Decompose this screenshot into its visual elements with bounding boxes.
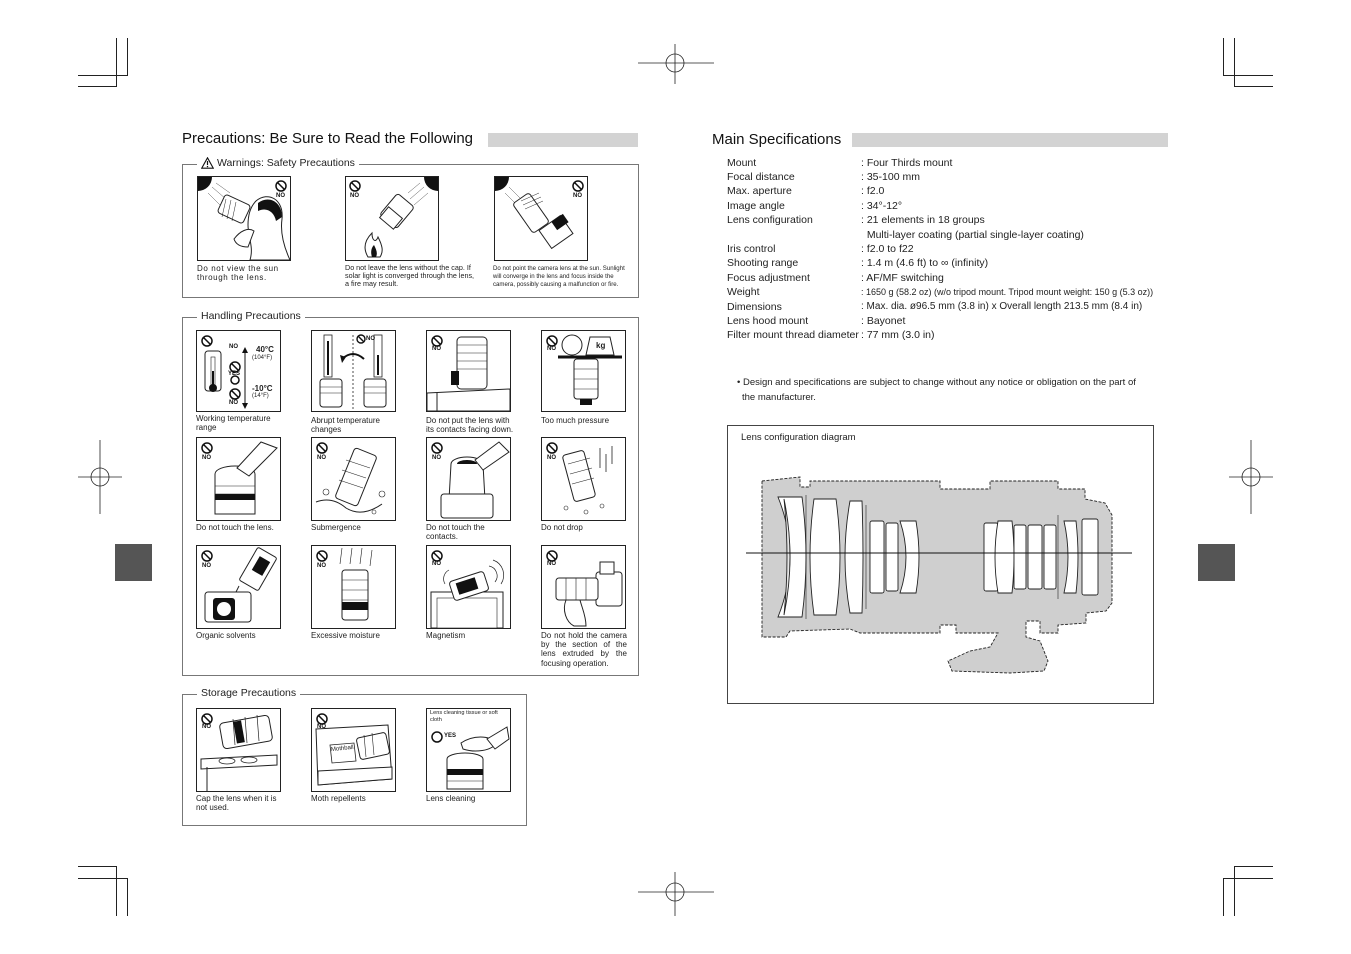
yes-mark: YES (444, 733, 457, 739)
handling-illustration-temperature (196, 330, 281, 412)
handling-legend: Handling Precautions (197, 310, 305, 322)
handling-illustration-hold-camera (541, 545, 626, 629)
no-mark: NO (202, 455, 211, 461)
handling-caption-4: Too much pressure (541, 416, 610, 425)
handling-caption-10: Excessive moisture (311, 631, 380, 640)
no-mark: NO (317, 455, 326, 461)
handling-box: Handling Precautions (182, 310, 639, 676)
no-mark: NO (432, 346, 441, 352)
handling-caption-1: Working temperature range (196, 414, 271, 433)
lens-diagram-label: Lens configuration diagram (741, 432, 856, 443)
temp-high-f: (104°F) (252, 355, 273, 361)
prohibited-icon (275, 180, 287, 192)
side-tab-right (1198, 544, 1235, 581)
storage-caption-3: Lens cleaning (426, 794, 476, 803)
handling-caption-5: Do not touch the lens. (196, 523, 274, 532)
no-mark: NO (547, 455, 556, 461)
warning-illustration-sun-view (197, 176, 291, 261)
handling-caption-9: Organic solvents (196, 631, 256, 640)
warning-caption-2: Do not leave the lens without the cap. I… (345, 263, 475, 288)
storage-caption-2: Moth repellents (311, 794, 366, 803)
lens-diagram-box (727, 425, 1154, 704)
registration-mark-bottom (638, 872, 714, 916)
storage-illustration-lens-cleaning (426, 708, 511, 792)
prohibited-icon (572, 180, 584, 192)
handling-caption-3: Do not put the lens with its contacts fa… (426, 416, 514, 435)
storage-box: Storage Precautions (182, 687, 527, 826)
no-mark: NO (202, 563, 211, 569)
warning-illustration-point-at-sun (494, 176, 588, 261)
storage-legend: Storage Precautions (197, 687, 301, 699)
no-mark: NO (573, 193, 582, 199)
storage-illustration-cap-lens (196, 708, 281, 792)
handling-caption-7: Do not touch the contacts. (426, 523, 485, 542)
no-mark: NO (366, 336, 375, 342)
registration-mark-left (78, 440, 122, 514)
side-tab-left (115, 544, 152, 581)
handling-illustration-solvents (196, 545, 281, 629)
kg-badge: kg (596, 341, 606, 350)
handling-illustration-magnetism (426, 545, 511, 629)
storage-illustration-moth-repellents (311, 708, 396, 792)
prohibited-icon (349, 180, 361, 192)
no-mark: NO (547, 561, 556, 567)
no-mark: NO (317, 724, 326, 730)
handling-caption-12: Do not hold the camera by the section of… (541, 631, 627, 668)
handling-caption-6: Submergence (311, 523, 361, 532)
temp-low-f: (14°F) (252, 393, 269, 399)
handling-illustration-touch-contacts (426, 437, 511, 521)
cleaning-tissue-note: Lens cleaning tissue or soft cloth (430, 710, 498, 723)
precautions-title: Precautions: Be Sure to Read the Followi… (182, 130, 473, 147)
no-mark: NO (350, 193, 359, 199)
temp-low: -10°C (252, 384, 273, 393)
handling-illustration-abrupt-temp (311, 330, 396, 412)
temp-high: 40°C (256, 345, 274, 354)
no-mark: NO (317, 563, 326, 569)
no-mark: NO (229, 344, 238, 350)
specs-title: Main Specifications (712, 131, 842, 148)
prohibited-icon (356, 334, 366, 344)
handling-caption-8: Do not drop (541, 523, 583, 532)
warnings-box: Warnings: Safety Precautions (182, 157, 639, 298)
handling-illustration-touch-lens (196, 437, 281, 521)
handling-caption-2: Abrupt temperature changes (311, 416, 380, 435)
warning-caption-3: Do not point the camera lens at the sun.… (493, 265, 625, 288)
specs-note-line-1: • Design and specifications are subject … (737, 377, 1136, 388)
handling-illustration-drop (541, 437, 626, 521)
registration-mark-top (638, 44, 714, 84)
no-mark: NO (276, 193, 285, 199)
lens-configuration-diagram (746, 476, 1132, 674)
handling-caption-11: Magnetism (426, 631, 466, 640)
handling-illustration-moisture (311, 545, 396, 629)
registration-mark-right (1229, 440, 1273, 514)
warning-triangle-icon (201, 157, 214, 169)
handling-illustration-pressure (541, 330, 626, 412)
handling-illustration-contacts-down (426, 330, 511, 412)
specs-note-line-2: the manufacturer. (742, 392, 816, 403)
warning-caption-1: Do not view the sun through the lens. (197, 264, 279, 283)
yes-mark: YES (228, 371, 241, 377)
precautions-title-bar (488, 133, 638, 147)
no-mark: NO (229, 400, 238, 406)
handling-illustration-submergence (311, 437, 396, 521)
warnings-legend: Warnings: Safety Precautions (197, 157, 359, 169)
warning-illustration-no-cap (345, 176, 439, 261)
no-mark: NO (432, 455, 441, 461)
no-mark: NO (432, 561, 441, 567)
no-mark: NO (202, 724, 211, 730)
no-mark: NO (547, 346, 556, 352)
storage-caption-1: Cap the lens when it is not used. (196, 794, 277, 813)
specs-title-bar (852, 133, 1168, 147)
